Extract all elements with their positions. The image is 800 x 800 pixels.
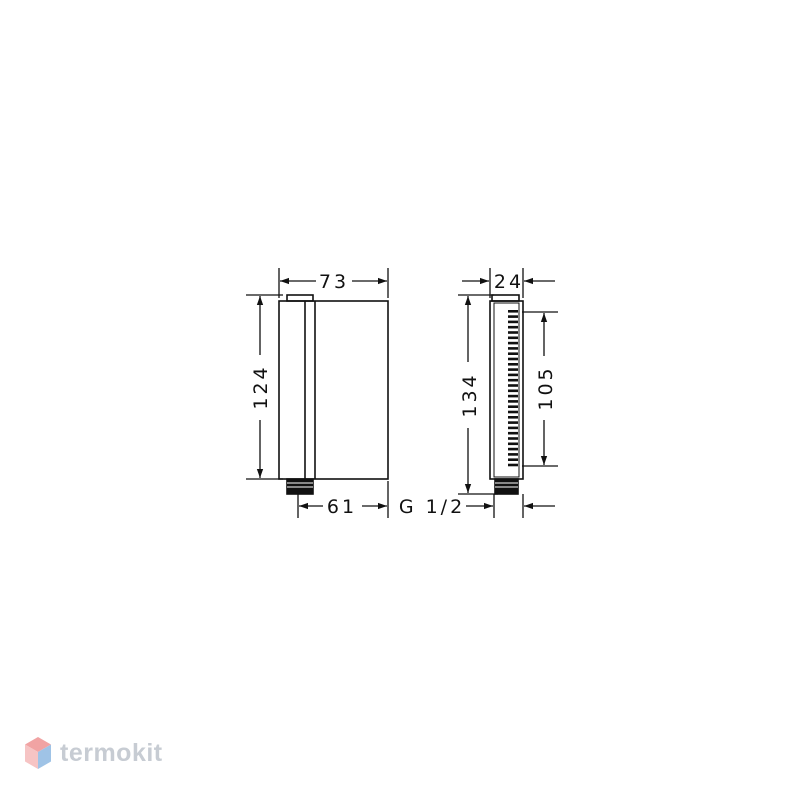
side-tooth: [508, 389, 518, 393]
side-tooth: [508, 447, 518, 451]
side-tooth: [508, 363, 518, 366]
side-top-cap: [491, 294, 520, 302]
top-knob: [286, 294, 314, 302]
dim-side-inner-height: [522, 311, 558, 467]
side-tooth: [508, 373, 518, 377]
dim-front-width: [278, 268, 389, 298]
thread-label: G 1/2: [399, 496, 465, 518]
side-tooth: [508, 421, 518, 424]
side-tooth: [508, 336, 518, 340]
side-tooth: [508, 378, 518, 382]
side-tooth: [508, 463, 518, 467]
side-tooth: [508, 400, 518, 403]
dim-front-height: [246, 294, 283, 480]
side-tooth: [508, 310, 518, 313]
side-tooth: [508, 352, 518, 355]
side-tooth: [508, 442, 518, 446]
side-tooth: [508, 458, 518, 461]
side-tooth: [508, 394, 518, 398]
dim-side-width: [462, 268, 555, 298]
side-tooth: [508, 453, 518, 456]
side-tooth: [508, 315, 518, 318]
dim-side-height: [458, 294, 498, 495]
dim-front-depth: [297, 481, 389, 518]
dim-front-height-label: 124: [250, 364, 272, 409]
side-body: [489, 300, 524, 480]
dim-side-width-label: 24: [494, 271, 524, 293]
dim-front-depth-label: 61: [327, 496, 357, 518]
side-tooth: [508, 325, 518, 329]
side-tooth: [508, 384, 518, 387]
side-tooth: [508, 320, 518, 324]
front-view: [278, 294, 389, 495]
side-tooth: [508, 426, 518, 430]
side-tooth: [508, 331, 518, 334]
dim-side-depth: [522, 494, 555, 518]
side-tooth: [508, 405, 518, 408]
side-tooth: [508, 416, 518, 419]
hexagon-cube-logo-icon: [25, 737, 51, 769]
side-tooth: [508, 431, 518, 435]
dim-front-width-label: 73: [319, 271, 349, 293]
watermark-text: termokit: [60, 738, 163, 767]
side-tooth: [508, 357, 518, 361]
side-tooth: [508, 347, 518, 350]
side-tooth: [508, 368, 518, 371]
dim-side-inner-height-label: 105: [535, 365, 557, 410]
dim-thread: [466, 494, 495, 518]
side-view: [489, 294, 524, 495]
side-tooth: [508, 341, 518, 345]
side-tooth: [508, 410, 518, 414]
side-tooth: [508, 437, 518, 440]
side-teeth: [508, 310, 518, 467]
dim-side-height-label: 134: [459, 372, 481, 417]
front-body: [278, 300, 389, 480]
watermark: termokit: [24, 736, 163, 770]
